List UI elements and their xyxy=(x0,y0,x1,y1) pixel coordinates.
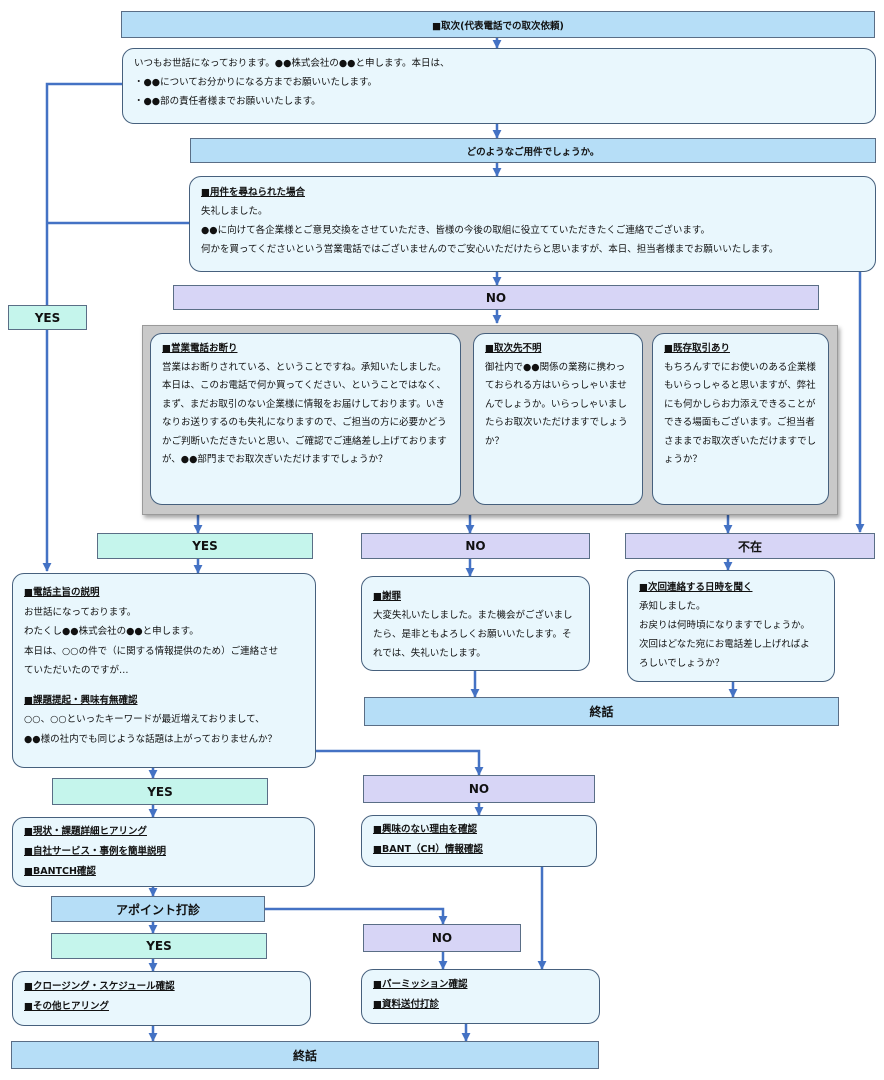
jikai-line-1: 承知しました。 xyxy=(639,601,706,612)
jikai-line-4: ろしいでしょうか？ xyxy=(639,658,725,669)
youken-ask-line-1: 失礼しました。 xyxy=(201,206,268,217)
toritsugi-fumei-text: 御社内で●●関係の業務に携わっておられる方はいらっしゃいませんでしょうか。いらっ… xyxy=(485,361,628,447)
permission-box: ■パーミッション確認 ■資料送付打診 xyxy=(361,969,600,1024)
no-bar-1: NO xyxy=(173,285,819,310)
setsumei-line-3: 本日は、○○の件で（に関する情報提供のため）ご連絡させ xyxy=(24,645,279,657)
shazai-heading: ■謝罪 xyxy=(373,591,401,602)
eigyo-refuse-text: 営業はお断りされている、ということですね。承知いたしました。本日は、このお電話で… xyxy=(162,361,447,466)
fuzai-bar-label: 不在 xyxy=(737,539,762,554)
no-bar-4: NO xyxy=(363,924,521,952)
intro-line-3: ・●●部の責任者様までお願いいたします。 xyxy=(134,96,321,107)
closing-line-2: ■その他ヒアリング xyxy=(24,1001,109,1012)
youken-ask-line-3: 何かを買ってくださいという営業電話ではございませんのでご安心いただけたらと思いま… xyxy=(201,244,779,255)
hearing-line-3: ■BANTCH確認 xyxy=(24,866,96,877)
yes-bar-left: YES xyxy=(8,305,87,330)
kizon-text: もちろんすでにお使いのある企業様もいらっしゃると思いますが、弊社にも何かしらお力… xyxy=(664,361,817,466)
shuwa-bar-2-label: 終話 xyxy=(292,1048,317,1063)
kyomi-nai-line-1: ■興味のない理由を確認 xyxy=(373,824,477,835)
appoint-bar: アポイント打診 xyxy=(51,896,265,922)
toritsugi-fumei-box: ■取次先不明 御社内で●●関係の業務に携わっておられる方はいらっしゃいませんでし… xyxy=(473,333,643,505)
hearing-box: ■現状・課題詳細ヒアリング ■自社サービス・事例を簡単説明 ■BANTCH確認 xyxy=(12,817,315,887)
shazai-text: 大変失礼いたしました。また機会がございましたら、是非ともよろしくお願いいたします… xyxy=(373,610,573,659)
kizon-heading: ■既存取引あり xyxy=(664,343,730,354)
eigyo-refuse-heading: ■営業電話お断り xyxy=(162,343,238,354)
no-bar-3-label: NO xyxy=(468,782,490,796)
hearing-line-1: ■現状・課題詳細ヒアリング xyxy=(24,826,147,837)
yes-bar-3: YES xyxy=(52,778,268,805)
kadai-line-2: ●●様の社内でも同じような話題は上がっておりませんか？ xyxy=(24,733,278,745)
jikai-heading: ■次回連絡する日時を聞く xyxy=(639,582,753,593)
shuwa-bar-1-label: 終話 xyxy=(589,705,614,719)
youken-ask-heading: ■用件を尋ねられた場合 xyxy=(201,187,305,198)
yes-bar-3-label: YES xyxy=(147,784,173,799)
no-bar-4-label: NO xyxy=(431,931,453,945)
intro-line-1: いつもお世話になっております。●●株式会社の●●と申します。本日は、 xyxy=(134,58,450,69)
shazai-box: ■謝罪 大変失礼いたしました。また機会がございましたら、是非ともよろしくお願いい… xyxy=(361,576,590,671)
denwa-setsumei-box: ■電話主旨の説明 お世話になっております。 わたくし●●株式会社の●●と申します… xyxy=(12,573,316,768)
yes-bar-2-label: YES xyxy=(192,539,218,553)
kadai-heading: ■課題提起・興味有無確認 xyxy=(24,694,138,706)
yes-bar-left-label: YES xyxy=(34,310,61,325)
permission-line-2: ■資料送付打診 xyxy=(373,999,439,1010)
kadai-line-1: ○○、○○といったキーワードが最近増えておりまして、 xyxy=(24,714,265,725)
fuzai-bar: 不在 xyxy=(625,533,875,559)
permission-line-1: ■パーミッション確認 xyxy=(373,979,468,990)
intro-box: いつもお世話になっております。●●株式会社の●●と申します。本日は、 ・●●につ… xyxy=(122,48,876,124)
jikai-line-3: 次回はどなた宛にお電話差し上げればよ xyxy=(639,639,810,650)
no-bar-2-label: NO xyxy=(465,539,486,553)
connector-intro-yes-left xyxy=(45,82,122,305)
youken-ask-box: ■用件を尋ねられた場合 失礼しました。 ●●に向けて各企業様とご意見交換をさせて… xyxy=(189,176,876,272)
jikai-box: ■次回連絡する日時を聞く 承知しました。 お戻りは何時頃になりますでしょうか。 … xyxy=(627,570,835,682)
eigyo-refuse-box: ■営業電話お断り 営業はお断りされている、ということですね。承知いたしました。本… xyxy=(150,333,461,505)
intro-line-2: ・●●についてお分かりになる方までお願いいたします。 xyxy=(134,77,378,88)
kyomi-nai-box: ■興味のない理由を確認 ■BANT（CH）情報確認 xyxy=(361,815,597,867)
no-bar-1-label: NO xyxy=(485,290,507,305)
youken-bar: どのようなご用件でしょうか。 xyxy=(190,138,876,163)
yes-bar-4-label: YES xyxy=(146,939,172,953)
setsumei-line-2: わたくし●●株式会社の●●と申します。 xyxy=(24,626,199,637)
no-bar-3: NO xyxy=(363,775,595,803)
title-bar: ■取次(代表電話での取次依頼) xyxy=(121,11,875,38)
kyomi-nai-line-2: ■BANT（CH）情報確認 xyxy=(373,844,483,855)
toritsugi-fumei-heading: ■取次先不明 xyxy=(485,343,542,354)
connector-setsumei-no3 xyxy=(316,749,484,776)
setsumei-line-4: ていただいたのですが… xyxy=(24,665,129,676)
shuwa-bar-1: 終話 xyxy=(364,697,839,726)
shuwa-bar-2: 終話 xyxy=(11,1041,599,1069)
closing-box: ■クロージング・スケジュール確認 ■その他ヒアリング xyxy=(12,971,311,1026)
setsumei-line-1: お世話になっております。 xyxy=(24,606,137,618)
closing-line-1: ■クロージング・スケジュール確認 xyxy=(24,981,175,992)
title-label: ■取次(代表電話での取次依頼) xyxy=(432,20,564,32)
kizon-box: ■既存取引あり もちろんすでにお使いのある企業様もいらっしゃると思いますが、弊社… xyxy=(652,333,829,505)
hearing-line-2: ■自社サービス・事例を簡単説明 xyxy=(24,846,166,857)
yes-bar-4: YES xyxy=(51,933,267,959)
connector-appoint-no4 xyxy=(265,907,448,925)
youken-ask-line-2: ●●に向けて各企業様とご意見交換をさせていただき、皆様の今後の取組に役立てていた… xyxy=(201,225,710,236)
setsumei-heading: ■電話主旨の説明 xyxy=(24,587,100,598)
youken-label: どのようなご用件でしょうか。 xyxy=(466,146,600,158)
appoint-bar-label: アポイント打診 xyxy=(115,902,200,917)
no-bar-2: NO xyxy=(361,533,590,559)
jikai-line-2: お戻りは何時頃になりますでしょうか。 xyxy=(639,620,810,631)
yes-bar-2: YES xyxy=(97,533,313,559)
